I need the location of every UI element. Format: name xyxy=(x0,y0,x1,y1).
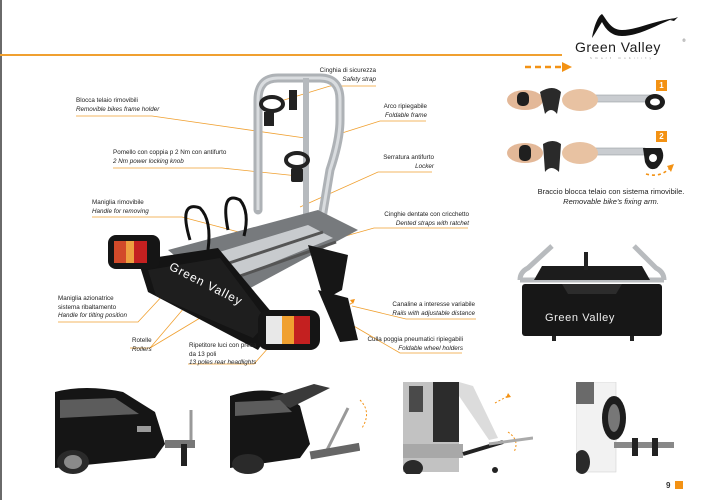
callout-frame-holder: Blocca telaio rimovibili Removible bikes… xyxy=(76,97,159,114)
callout-en: Foldable wheel holders xyxy=(398,344,463,352)
callout-it: Arco ripiegabile xyxy=(383,103,427,110)
front-view-logo: Green Valley xyxy=(545,312,615,324)
page-marker xyxy=(675,481,683,489)
callout-rails: Canaline a interesse variabile Rails wit… xyxy=(392,301,475,318)
callout-en: 13 poles rear headlights xyxy=(189,359,257,366)
callout-it-line2: sistema ribaltamento xyxy=(58,303,117,311)
callout-wheel-holders: Culla poggia pneumatici ripiegabili Fold… xyxy=(367,336,463,353)
header-rule-extension xyxy=(300,54,562,56)
callout-it: Pomello con coppia p 2 Nm con antifurto xyxy=(113,149,227,156)
callout-foldable-frame: Arco ripiegabile Foldable frame xyxy=(384,103,427,120)
brand-logo: Green Valley ® Smart mobility xyxy=(570,8,700,60)
callout-locking-knob: Pomello con coppia p 2 Nm con antifurto … xyxy=(113,149,226,166)
callout-it: Cinghie dentate con cricchetto xyxy=(384,211,469,218)
callout-en: Dented straps with ratchet xyxy=(395,219,469,227)
photo-rack-tilted-trunk-open xyxy=(230,384,360,474)
fixing-arm-caption: Braccio blocca telaio con sistema rimovi… xyxy=(518,187,704,207)
photo-rack-tilted-van-door-open xyxy=(403,382,533,474)
step-badge-1: 1 xyxy=(656,80,667,91)
callout-en: Locker xyxy=(415,162,434,170)
callout-it: Blocca telaio rimovibili xyxy=(76,97,138,104)
callout-handle-tilting: Maniglia azionatrice sistema ribaltament… xyxy=(58,295,127,321)
callout-it-line1: Maniglia azionatrice xyxy=(58,295,114,302)
brand-tagline: Smart mobility xyxy=(590,56,655,60)
callout-en: Removible bikes frame holder xyxy=(76,105,160,113)
photo-rack-offroad-vehicle xyxy=(576,382,674,474)
swoosh-icon xyxy=(592,14,678,38)
callout-en: Handle for tilting position xyxy=(58,312,127,319)
caption-it: Braccio blocca telaio con sistema rimovi… xyxy=(537,187,685,196)
callout-locker: Serratura antifurto Locker xyxy=(383,154,434,171)
page-number: 9 xyxy=(666,481,671,490)
callout-dented-straps: Cinghie dentate con cricchetto Dented st… xyxy=(384,211,469,228)
callout-en: Handle for removing xyxy=(92,207,149,215)
callout-en: Safety strap xyxy=(342,75,376,83)
caption-en: Removable bike's fixing arm. xyxy=(563,197,659,206)
callout-it: Maniglia rimovibile xyxy=(92,199,144,206)
callout-it: Serratura antifurto xyxy=(383,154,434,161)
callout-it: Canaline a interesse variabile xyxy=(392,301,475,308)
callout-en: Rails with adjustable distance xyxy=(392,309,475,317)
callout-en: Rollers xyxy=(132,345,152,353)
fixing-arm-image xyxy=(507,88,665,172)
brand-name: Green Valley xyxy=(575,39,661,55)
callout-en: 2 Nm power locking knob xyxy=(113,157,184,165)
callout-it-line1: Ripetitore luci con presa xyxy=(189,342,257,349)
header-rule xyxy=(0,54,300,56)
callout-it: Rotelle xyxy=(132,337,152,344)
callout-safety-strap: Cinghia di sicurezza Safety strap xyxy=(320,67,376,84)
callout-it: Culla poggia pneumatici ripiegabili xyxy=(367,336,463,343)
callout-it-line2: da 13 poli xyxy=(189,350,217,358)
registered-mark: ® xyxy=(682,38,686,43)
callout-it: Cinghia di sicurezza xyxy=(319,67,376,74)
rack-front-view-image xyxy=(517,244,667,341)
callout-rollers: Rotelle Rollers xyxy=(132,337,152,354)
callout-handle-removing: Maniglia rimovibile Handle for removing xyxy=(92,199,149,216)
callout-headlights: Ripetitore luci con presa da 13 poli 13 … xyxy=(189,342,257,368)
page-edge xyxy=(0,0,2,500)
step-badge-2: 2 xyxy=(656,131,667,142)
bike-rack-main-image xyxy=(108,73,358,350)
photo-rack-mounted-suv xyxy=(55,388,195,474)
slide-arrow-icon xyxy=(525,62,572,72)
callout-en: Foldable frame xyxy=(385,111,427,119)
tilt-arrow-icon xyxy=(359,399,367,429)
